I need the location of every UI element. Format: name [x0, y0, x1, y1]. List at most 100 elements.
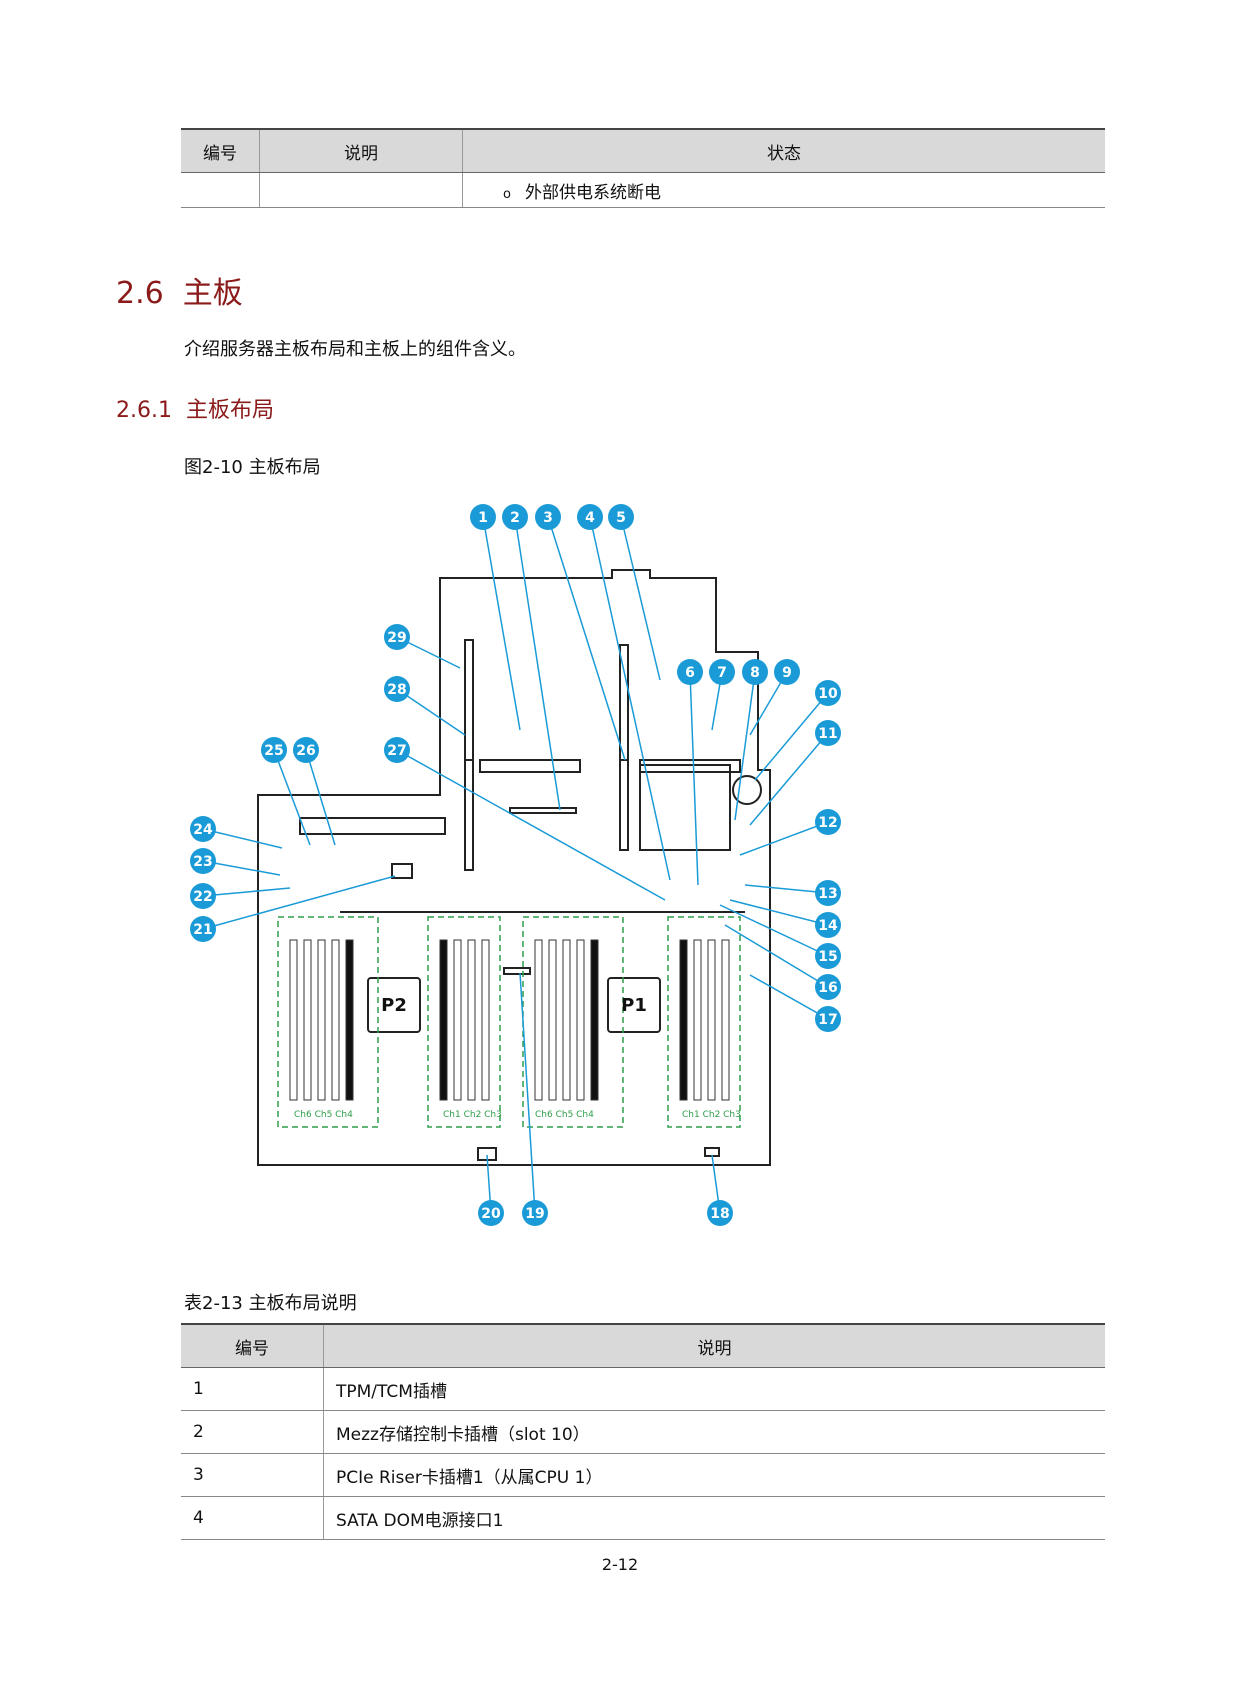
top-table-header-id: 编号 — [181, 128, 260, 173]
section-number: 2.6 — [116, 276, 164, 311]
callout-number: 24 — [193, 822, 213, 838]
leader-line — [202, 828, 283, 849]
callout-number: 2 — [510, 510, 520, 526]
callout-circle — [384, 624, 410, 650]
callout-number: 8 — [750, 665, 760, 681]
cpu-label-p2: P2 — [381, 995, 407, 1016]
dimm-slot — [303, 939, 312, 1101]
dimm-slot — [679, 939, 688, 1101]
leader-line — [273, 749, 311, 846]
leader-line — [729, 899, 829, 926]
callout-circle — [815, 974, 841, 1000]
callout-number: 27 — [387, 743, 406, 759]
row-id: 4 — [181, 1496, 324, 1540]
row-desc: SATA DOM电源接口1 — [323, 1496, 1105, 1540]
row-id: 1 — [181, 1367, 324, 1411]
layout-table: 编号 说明 1 TPM/TCM插槽 2 Mezz存储控制卡插槽（slot 10）… — [181, 1323, 1105, 1540]
callout-circle — [190, 883, 216, 909]
callout-number: 7 — [717, 665, 727, 681]
callout-circle — [470, 504, 496, 530]
dimm-slot — [576, 939, 585, 1101]
leader-line — [744, 884, 829, 894]
callout-circle — [502, 504, 528, 530]
callout-number: 15 — [818, 949, 837, 965]
board-outline — [257, 569, 771, 1166]
leader-line — [202, 875, 396, 930]
callout-circle — [815, 1006, 841, 1032]
callout-circle — [815, 720, 841, 746]
callout-number: 18 — [710, 1206, 729, 1222]
dimm-slot — [707, 939, 716, 1101]
callout-circle — [774, 659, 800, 685]
dimm-slot — [467, 939, 476, 1101]
callout-circle — [815, 912, 841, 938]
callout-circle — [815, 680, 841, 706]
layout-table-header-desc: 说明 — [323, 1323, 1105, 1368]
dimm-slot — [453, 939, 462, 1101]
callout-circle — [522, 1200, 548, 1226]
leader-line — [547, 516, 626, 761]
leader-line — [396, 688, 466, 736]
leader-line — [739, 821, 829, 856]
row-id: 2 — [181, 1410, 324, 1454]
leader-line — [734, 671, 756, 821]
table-row: 2 Mezz存储控制卡插槽（slot 10） — [181, 1410, 1105, 1454]
callout-circle — [478, 1200, 504, 1226]
callout-number: 25 — [264, 743, 283, 759]
callout-circle — [608, 504, 634, 530]
section-heading: 2.6 主板 — [116, 268, 243, 312]
dimm-channel-box — [427, 916, 501, 1128]
leader-line — [724, 924, 829, 988]
leader-line — [202, 860, 281, 876]
callout-number: 28 — [387, 682, 406, 698]
cpu-label-p1: P1 — [621, 995, 647, 1016]
status-text: 外部供电系统断电 — [524, 182, 661, 203]
callout-circle — [677, 659, 703, 685]
dimm-slots — [277, 916, 741, 1128]
dimm-channel-box — [277, 916, 379, 1128]
callout-circle — [709, 659, 735, 685]
table-row: 3 PCIe Riser卡插槽1（从属CPU 1） — [181, 1453, 1105, 1497]
callout-number: 21 — [193, 922, 212, 938]
top-table-header-desc: 说明 — [259, 128, 463, 173]
dimm-slot — [693, 939, 702, 1101]
leader-line — [482, 516, 521, 731]
leader-line — [514, 516, 561, 811]
callout-circle — [384, 676, 410, 702]
callout-number: 6 — [685, 665, 695, 681]
bullet-marker: o — [503, 186, 511, 202]
row-desc: Mezz存储控制卡插槽（slot 10） — [323, 1410, 1105, 1454]
leader-line — [519, 972, 536, 1214]
table-caption: 表2-13 主板布局说明 — [184, 1293, 357, 1314]
callout-circle — [384, 737, 410, 763]
leader-line — [202, 887, 291, 897]
top-table-cell — [259, 172, 463, 208]
row-id: 3 — [181, 1453, 324, 1497]
callout-circle — [535, 504, 561, 530]
leader-line — [689, 671, 699, 886]
callout-circle — [707, 1200, 733, 1226]
callout-circle — [815, 943, 841, 969]
callout-number: 23 — [193, 854, 212, 870]
leader-line — [719, 904, 829, 957]
dimm-slot — [331, 939, 340, 1101]
channel-label: Ch6 Ch5 Ch4 — [535, 1110, 594, 1120]
row-desc: PCIe Riser卡插槽1（从属CPU 1） — [323, 1453, 1105, 1497]
callout-number: 9 — [782, 665, 792, 681]
callout-number: 20 — [481, 1206, 501, 1222]
dimm-slot — [439, 939, 448, 1101]
callout-number: 29 — [387, 630, 406, 646]
callout-circle — [190, 916, 216, 942]
channel-label: Ch1 Ch2 Ch3 — [682, 1110, 741, 1120]
leader-lines — [202, 516, 829, 1214]
subsection-heading: 2.6.1 主板布局 — [116, 392, 274, 424]
leader-line — [749, 732, 829, 826]
dimm-channel-box — [667, 916, 741, 1128]
dimm-slot — [345, 939, 354, 1101]
subsection-title: 主板布局 — [185, 398, 274, 423]
leader-line — [620, 516, 661, 681]
table-row: 4 SATA DOM电源接口1 — [181, 1496, 1105, 1540]
top-table-status-cell: o 外部供电系统断电 — [462, 172, 1105, 208]
